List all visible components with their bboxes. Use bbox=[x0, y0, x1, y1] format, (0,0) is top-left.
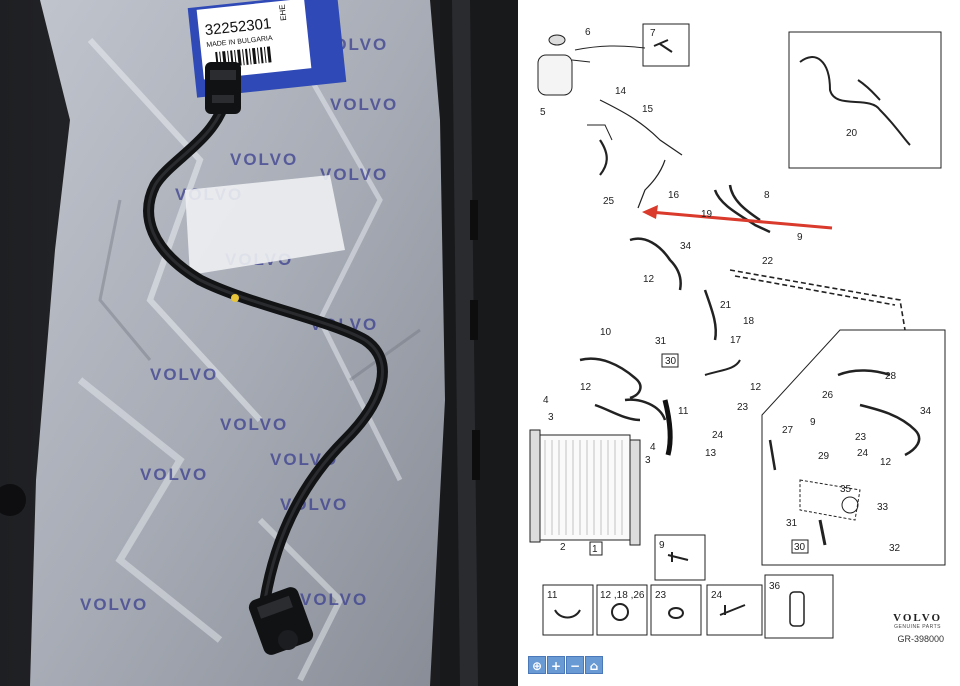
bolt-icon bbox=[653, 39, 673, 53]
diagram-reference: GR-398000 bbox=[897, 634, 944, 644]
callout-33: 33 bbox=[877, 502, 889, 513]
callout-16: 16 bbox=[668, 190, 680, 201]
home-button[interactable]: ⌂ bbox=[585, 656, 603, 674]
part-12-18-26-box bbox=[596, 584, 648, 636]
brand-sub: GENUINE PARTS bbox=[894, 624, 941, 630]
bag-print: VOLVO bbox=[140, 465, 208, 484]
diagram-toolbar: ⊕ + − ⌂ bbox=[528, 656, 603, 674]
callout-13: 13 bbox=[705, 448, 717, 459]
plastic-bag bbox=[30, 0, 445, 686]
bag-print: VOLVO bbox=[220, 415, 288, 434]
callout-28: 28 bbox=[885, 371, 897, 382]
radiator bbox=[529, 429, 641, 546]
callout-24: 24 bbox=[712, 430, 724, 441]
detail-inset bbox=[761, 329, 946, 566]
red-arrow bbox=[642, 205, 833, 230]
callout-3: 3 bbox=[645, 455, 651, 466]
callout-1: 1 bbox=[592, 544, 598, 555]
callout-35: 35 bbox=[840, 484, 852, 495]
callout-6: 6 bbox=[585, 27, 591, 38]
inset-label-24: 24 bbox=[711, 590, 723, 601]
brand-logo: VOLVO GENUINE PARTS bbox=[893, 612, 942, 630]
callout-12: 12 bbox=[750, 382, 762, 393]
callout-11: 11 bbox=[678, 406, 689, 417]
part-label: 32252301 EHE MADE IN BULGARIA bbox=[187, 0, 347, 98]
callout-4: 4 bbox=[650, 442, 656, 453]
part-20-box bbox=[788, 31, 942, 169]
part-23-box bbox=[650, 584, 702, 636]
hose-marker bbox=[231, 294, 239, 302]
label-mark: EHE bbox=[278, 4, 289, 21]
product-photo: VOLVO VOLVO VOLVO VOLVO VOLVO VOLVO VOLV… bbox=[0, 0, 518, 686]
callout-34: 34 bbox=[920, 406, 932, 417]
boxed-callout-1 bbox=[589, 541, 603, 556]
zoom-in-button[interactable]: + bbox=[547, 656, 565, 674]
coolant-hose bbox=[143, 94, 388, 606]
boxed-callout-30 bbox=[661, 353, 679, 368]
callout-5: 5 bbox=[540, 107, 546, 118]
callout-3: 3 bbox=[548, 412, 554, 423]
callout-9: 9 bbox=[797, 232, 803, 243]
zoom-out-button[interactable]: − bbox=[566, 656, 584, 674]
bag-print: VOLVO bbox=[320, 165, 388, 184]
expansion-tank bbox=[537, 34, 646, 96]
callout-22: 22 bbox=[762, 256, 774, 267]
parts-diagram: 1 1 2 3 4 5 6 7 8 9 10 11 12 13 14 15 16… bbox=[518, 0, 960, 686]
callout-7: 7 bbox=[650, 28, 656, 39]
callout-12: 12 bbox=[880, 457, 892, 468]
body-panel bbox=[440, 0, 518, 686]
inset-label-11: 11 bbox=[547, 590, 558, 601]
callout-30: 30 bbox=[665, 356, 677, 367]
callout-27: 27 bbox=[782, 425, 794, 436]
callout-2: 2 bbox=[560, 542, 566, 553]
inset-label-23: 23 bbox=[655, 590, 667, 601]
top-connector bbox=[205, 62, 241, 114]
callout-32: 32 bbox=[889, 543, 901, 554]
callout-29: 29 bbox=[818, 451, 830, 462]
callout-18: 18 bbox=[743, 316, 755, 327]
part-7-box bbox=[642, 23, 690, 67]
callout-23: 23 bbox=[855, 432, 867, 443]
callout-24: 24 bbox=[857, 448, 869, 459]
label-part-number: 32252301 bbox=[204, 15, 272, 39]
callout-9: 9 bbox=[810, 417, 816, 428]
callout-17: 17 bbox=[730, 335, 742, 346]
callout-23: 23 bbox=[737, 402, 749, 413]
bag-print: VOLVO bbox=[330, 95, 398, 114]
inset-label-12-18-26: 12 ,18 ,26 bbox=[600, 590, 645, 601]
callout-21: 21 bbox=[720, 300, 732, 311]
callout-30: 30 bbox=[794, 542, 806, 553]
bag-print: VOLVO bbox=[80, 595, 148, 614]
callout-15: 15 bbox=[642, 104, 654, 115]
part-9-box bbox=[654, 534, 706, 581]
bag-print: VOLVO bbox=[150, 365, 218, 384]
inset-label-9: 9 bbox=[659, 540, 665, 551]
callout-8: 8 bbox=[764, 190, 770, 201]
part-11-box bbox=[542, 584, 594, 636]
part-36-box bbox=[764, 574, 834, 639]
inset-label-36: 36 bbox=[769, 581, 781, 592]
callout-numbers: 1 1 2 3 4 5 6 7 8 9 10 11 12 13 14 15 16… bbox=[540, 27, 932, 555]
boxed-callout-30 bbox=[791, 539, 809, 554]
callout-31: 31 bbox=[655, 336, 667, 347]
callout-20: 20 bbox=[846, 128, 858, 139]
callout-34: 34 bbox=[680, 241, 692, 252]
brand-name: VOLVO bbox=[893, 612, 942, 624]
zoom-fit-button[interactable]: ⊕ bbox=[528, 656, 546, 674]
callout-31: 31 bbox=[786, 518, 798, 529]
callout-26: 26 bbox=[822, 390, 834, 401]
callout-12: 12 bbox=[580, 382, 592, 393]
callout-4: 4 bbox=[543, 395, 549, 406]
callout-25: 25 bbox=[603, 196, 615, 207]
info-tag bbox=[185, 175, 345, 275]
callout-10: 10 bbox=[600, 327, 612, 338]
callout-12: 12 bbox=[643, 274, 655, 285]
callout-14: 14 bbox=[615, 86, 627, 97]
bag-print: VOLVO bbox=[300, 590, 368, 609]
callout-19: 19 bbox=[701, 209, 713, 220]
bag-print: VOLVO bbox=[230, 150, 298, 169]
part-24-box bbox=[706, 584, 763, 636]
bottom-connector bbox=[248, 587, 314, 655]
